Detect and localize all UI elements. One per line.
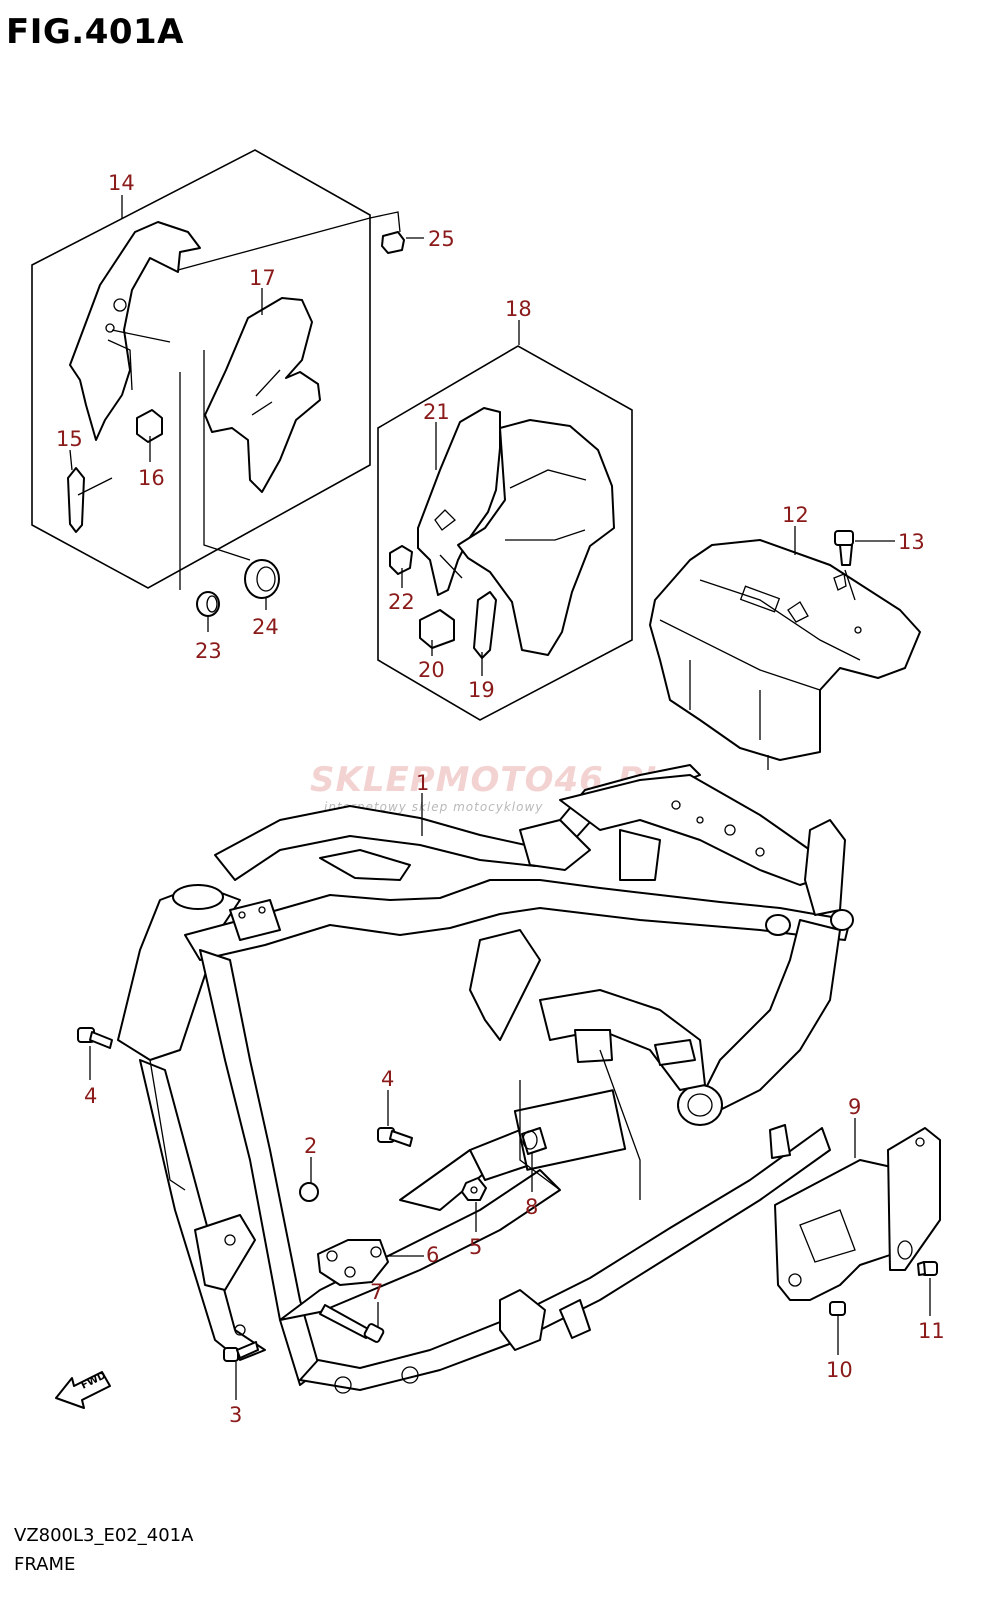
callout-9: 9 — [848, 1095, 861, 1119]
battery-holder-12[interactable] — [649, 539, 921, 770]
tank-cover-21[interactable] — [417, 407, 501, 596]
strip-15[interactable] — [67, 467, 113, 533]
callout-20: 20 — [418, 658, 445, 682]
callout-11: 11 — [918, 1319, 945, 1343]
callout-13: 13 — [898, 530, 925, 554]
grommet-25[interactable] — [177, 211, 405, 271]
callout-15: 15 — [56, 427, 83, 451]
leader-lines — [69, 195, 931, 1400]
bolt-7[interactable] — [319, 1304, 385, 1343]
callout-8: 8 — [525, 1195, 538, 1219]
bolt-13[interactable] — [834, 530, 856, 601]
callout-16: 16 — [138, 466, 165, 490]
side-cover-right[interactable] — [204, 297, 321, 493]
grommet-23[interactable] — [196, 591, 220, 617]
bolt-10[interactable] — [829, 1301, 846, 1316]
pad-20[interactable] — [419, 609, 455, 649]
pad-16[interactable] — [136, 409, 163, 443]
callout-3: 3 — [229, 1403, 242, 1427]
callout-12: 12 — [782, 503, 809, 527]
pad-22[interactable] — [389, 545, 413, 575]
figure-code: VZ800L3_E02_401A — [14, 1525, 194, 1546]
bolt-11[interactable] — [917, 1261, 938, 1276]
main-frame-1[interactable] — [117, 764, 854, 1394]
callout-7: 7 — [370, 1280, 383, 1304]
callout-19: 19 — [468, 678, 495, 702]
bolt-3[interactable] — [223, 1341, 259, 1362]
tank-cover-group-box — [377, 345, 633, 721]
callout-14: 14 — [108, 171, 135, 195]
holder-9[interactable] — [774, 1127, 941, 1301]
fwd-arrow-icon: FWD — [55, 1370, 111, 1409]
callout-24: 24 — [252, 615, 279, 639]
strip-19[interactable] — [473, 591, 497, 659]
callout-21: 21 — [423, 400, 450, 424]
callout-6: 6 — [426, 1243, 439, 1267]
collar-8[interactable] — [521, 1127, 547, 1155]
callout-25: 25 — [428, 227, 455, 251]
figure-name: FRAME — [14, 1554, 76, 1575]
callout-4-mid: 4 — [381, 1067, 394, 1091]
plug-2[interactable] — [299, 1182, 319, 1202]
seat-cover-18[interactable] — [457, 419, 615, 656]
figure-title: FIG.401A — [6, 12, 184, 52]
bolt-4-left[interactable] — [77, 1027, 113, 1049]
callout-17: 17 — [249, 266, 276, 290]
side-cover-left[interactable] — [69, 221, 201, 441]
callout-1: 1 — [416, 771, 429, 795]
callout-4-left: 4 — [84, 1084, 97, 1108]
callout-22: 22 — [388, 590, 415, 614]
callout-10: 10 — [826, 1358, 853, 1382]
bracket-6[interactable] — [317, 1239, 389, 1286]
cover-group-box — [31, 149, 371, 589]
callout-5: 5 — [469, 1235, 482, 1259]
nut-5[interactable] — [461, 1177, 487, 1201]
grommet-24[interactable] — [244, 559, 280, 599]
callout-2: 2 — [304, 1134, 317, 1158]
callout-23: 23 — [195, 639, 222, 663]
callout-numbers: 14 15 16 17 18 21 22 20 19 23 24 25 12 1… — [56, 171, 945, 1427]
callout-18: 18 — [505, 297, 532, 321]
bolt-4-mid[interactable] — [377, 1127, 413, 1147]
